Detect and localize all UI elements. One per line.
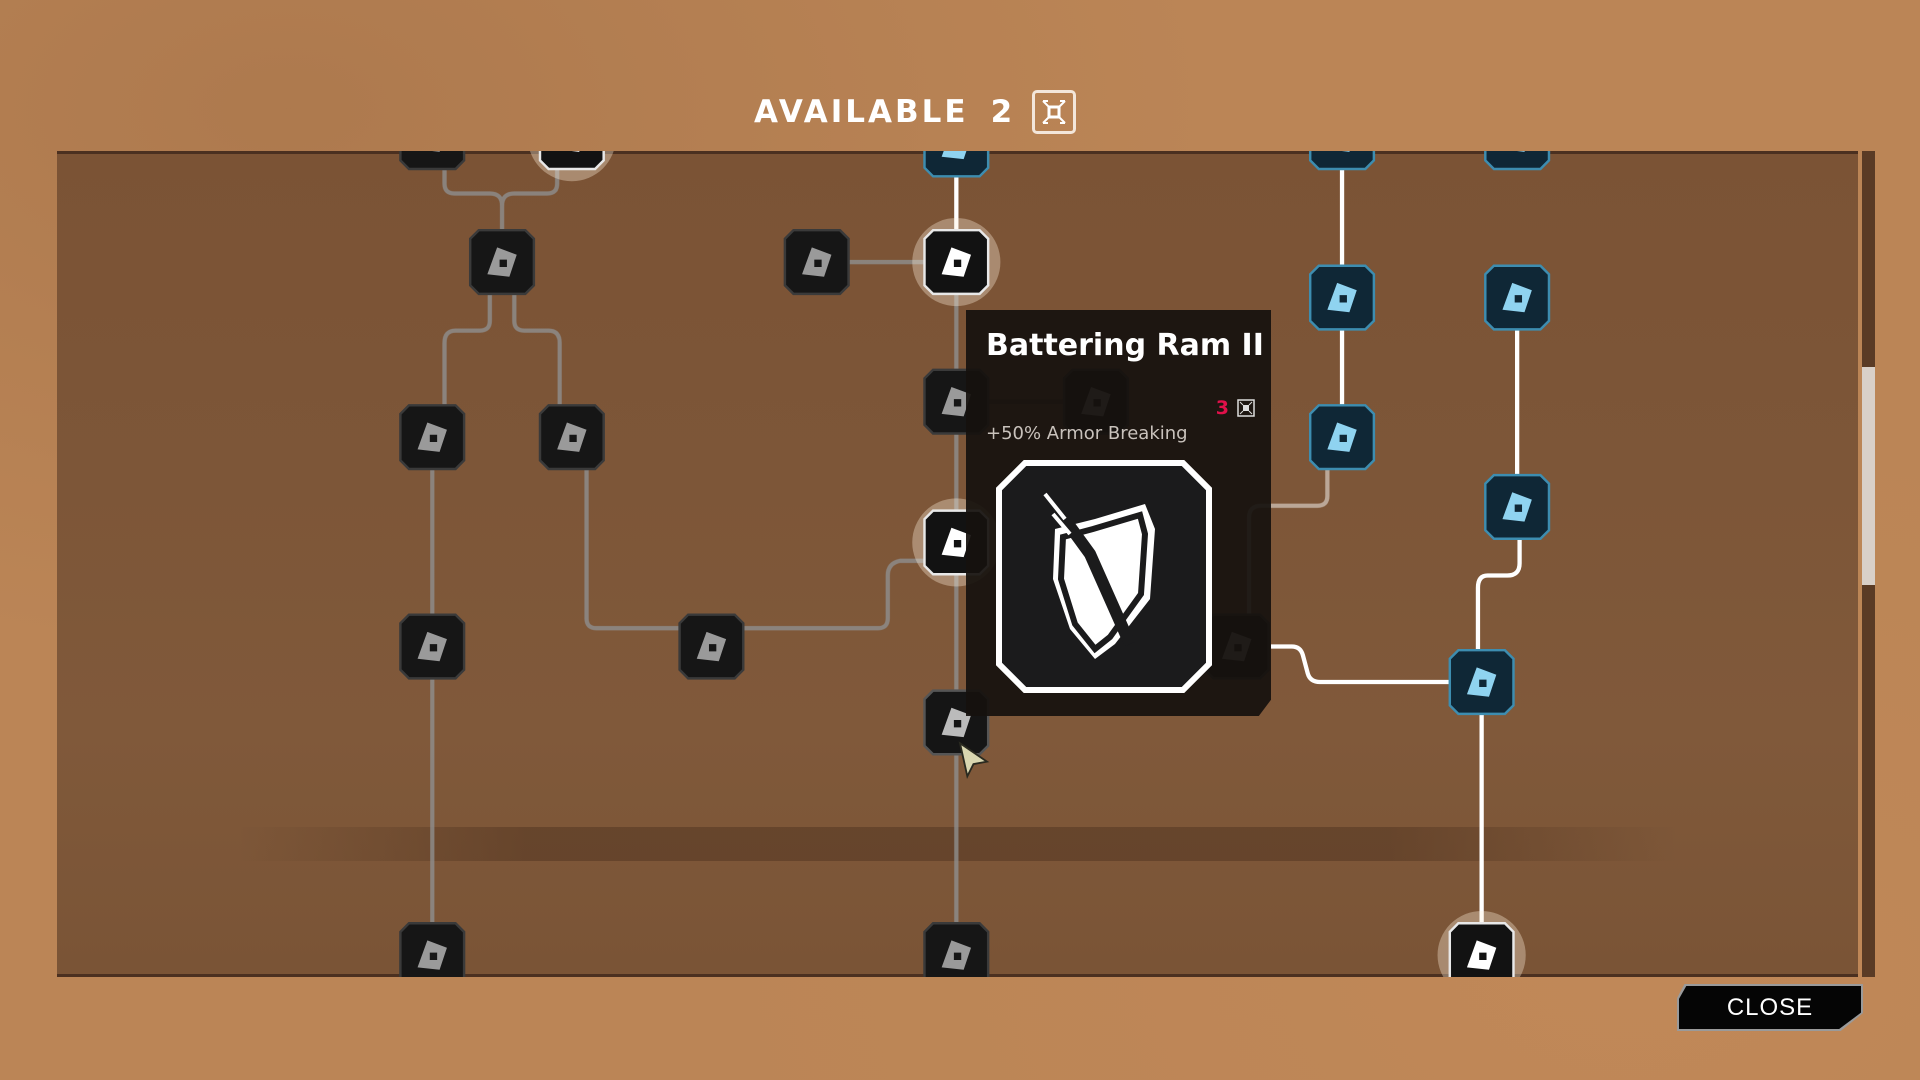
node-frame [1484,264,1551,331]
skill-node-bullseye[interactable] [1484,473,1551,540]
helmet-crate-icon [941,940,972,970]
skill-node-pickaxe[interactable] [678,613,745,680]
scrollbar[interactable] [1862,151,1875,977]
sword-swing-icon [417,940,447,970]
skill-node-node[interactable] [1308,151,1376,171]
crossbow-icon [1466,667,1497,697]
skill-node-charge[interactable] [399,404,466,471]
skill-tree-panel[interactable] [57,151,1858,977]
pickaxe-icon [696,631,727,662]
node-frame [678,613,745,680]
node-icon [1516,151,1525,152]
skill-node-network-fist[interactable] [1484,264,1551,331]
skill-title: Battering Ram II [986,328,1264,363]
available-label: AVAILABLE [754,94,969,130]
node-frame [399,404,466,471]
skill-tree [399,151,1551,977]
node-icon [571,151,580,152]
node-frame [399,151,466,171]
skill-cost: 3 [1216,397,1255,419]
scrollbar-thumb[interactable] [1862,367,1875,585]
skill-node-hands[interactable] [923,151,990,178]
node-frame [1484,473,1551,540]
skill-node-runner[interactable] [1437,911,1526,977]
node-frame [1308,151,1376,171]
skill-node-node[interactable] [1484,151,1551,171]
node-frame [923,151,990,178]
shattered-shield-icon [941,707,972,738]
speed-arrows-icon [417,631,447,662]
brawler-icon [557,422,587,452]
node-icon [1341,151,1350,152]
skill-node-node[interactable] [528,151,616,182]
node-icon [432,151,440,152]
stomp-icon [487,247,517,277]
skill-node-trap[interactable] [1308,404,1376,471]
skill-node-node[interactable] [399,151,466,171]
skill-description: +50% Armor Breaking [986,423,1188,444]
skill-node-crossbow[interactable] [1448,648,1515,716]
skill-node-hands[interactable] [912,217,1001,307]
node-frame [1308,264,1376,331]
skill-node-speed-arrows[interactable] [399,613,466,680]
skill-chip-icon [1032,90,1077,134]
skill-node-skull-eye[interactable] [1308,264,1376,331]
network-fist-icon [1502,282,1532,313]
skill-node-stomp[interactable] [468,228,536,296]
node-frame [1308,404,1376,471]
shattered-shield-icon [996,460,1212,693]
node-frame [399,613,466,680]
node-frame [1448,648,1515,716]
skill-node-helmet-crate[interactable] [783,228,850,296]
hands-icon [941,247,972,277]
hands-icon [941,151,967,160]
skill-node-sword-swing[interactable] [399,922,466,977]
node-frame [923,228,990,296]
node-frame [468,228,536,296]
skill-node-helmet-crate[interactable] [923,922,990,977]
skill-node-brawler[interactable] [538,404,605,471]
skill-chip-icon [1237,399,1255,417]
node-frame [538,404,605,471]
node-frame [1484,151,1551,171]
available-count: 2 [990,94,1013,130]
node-frame [783,228,850,296]
available-points: AVAILABLE 2 [754,86,1077,138]
node-frame [538,151,605,171]
fist-icon [941,527,972,558]
bullseye-icon [1502,492,1532,522]
skull-eye-icon [1327,282,1357,313]
mouse-cursor-icon [958,741,990,780]
skill-tooltip: Battering Ram II 3 +50% Armor Breaking [966,310,1271,716]
helmet-crate-icon [802,247,832,277]
fire-icon [941,386,972,417]
trap-icon [1327,422,1357,452]
charge-icon [417,422,447,452]
skill-cost-value: 3 [1215,397,1229,419]
runner-icon [1466,940,1497,970]
close-button[interactable]: CLOSE [1679,986,1861,1029]
